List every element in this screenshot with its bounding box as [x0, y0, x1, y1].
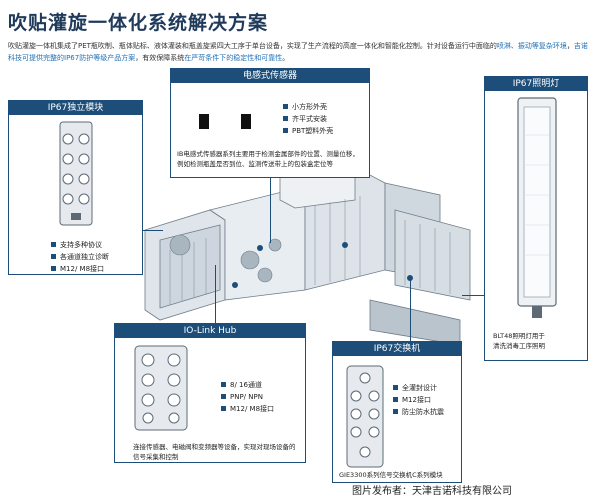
sensor-bullet: PBT塑料外壳 [283, 125, 333, 137]
switch-bullet: M12接口 [393, 394, 444, 406]
hub-bullet: 8/ 16通道 [221, 379, 274, 391]
sensor-panel-title: 电感式传感器 [171, 69, 369, 83]
hub-bullets: 8/ 16通道 PNP/ NPN M12/ M8接口 [221, 379, 274, 415]
intro-line1-highlight: 喷淋、振动等复杂环境 [496, 42, 567, 50]
hub-panel: IO-Link Hub 8/ 16通道 PNP/ NPN M12/ M8接口 连… [114, 323, 306, 463]
module-panel: IP67独立模块 支持多种协议 各通道独立诊断 M12/ M8接口 [8, 100, 143, 275]
hub-device-image [134, 345, 188, 431]
module-bullet: 支持多种协议 [51, 239, 109, 251]
intro-line1-suffix: ， [566, 42, 574, 50]
sensor-panel: 电感式传感器 小方形外壳 齐平式安装 PBT塑料外壳 IB电感式传感器系列主要用… [170, 68, 370, 178]
switch-bullets: 全灌封设计 M12接口 防尘防水抗震 [393, 382, 444, 418]
sensor-bullet: 齐平式安装 [283, 113, 333, 125]
intro-line2-suffix: 。 [282, 54, 290, 62]
sensor-bullets: 小方形外壳 齐平式安装 PBT塑料外壳 [283, 101, 333, 137]
switch-leader [410, 278, 411, 341]
module-bullet: M12/ M8接口 [51, 263, 109, 275]
switch-bullet: 防尘防水抗震 [393, 406, 444, 418]
hub-bullet: PNP/ NPN [221, 391, 274, 403]
hub-panel-title: IO-Link Hub [115, 324, 305, 338]
switch-bullet: 全灌封设计 [393, 382, 444, 394]
light-panel-title: IP67照明灯 [485, 77, 587, 91]
intro-text: 吹贴灌旋一体机集成了PET瓶吹制、瓶体贴标、液体灌装和瓶盖旋紧四大工序于单台设备… [8, 40, 592, 64]
module-panel-title: IP67独立模块 [9, 101, 142, 115]
intro-line2-highlight2: 在严苛条件下的稳定性和可靠性 [184, 54, 283, 62]
hub-leader [215, 265, 216, 323]
light-desc: BLT48照明灯用于 清洗消毒工序照明 [493, 331, 583, 351]
light-panel: IP67照明灯 BLT48照明灯用于 清洗消毒工序照明 [484, 76, 588, 361]
switch-desc: GIE3300系列信号交换机C系列模块 [339, 471, 443, 479]
light-desc-line1: BLT48照明灯用于 [493, 332, 545, 340]
sensor-desc: IB电感式传感器系列主要用于检测金属部件的位置、测量位移，例如检测瓶盖是否到位、… [177, 150, 359, 168]
page-title: 吹贴灌旋一体化系统解决方案 [8, 12, 269, 34]
sensor-image-2 [241, 114, 251, 129]
intro-line2-mid: ，有效保障系统 [135, 54, 185, 62]
module-leader [143, 230, 163, 231]
hub-desc: 连接传感器、电磁阀和变频器等设备，实现对现场设备的信号采集和控制 [133, 443, 296, 461]
sensor-bullet: 小方形外壳 [283, 101, 333, 113]
switch-device-image [346, 365, 384, 468]
light-desc-line2: 清洗消毒工序照明 [493, 342, 545, 350]
switch-panel-title: IP67交换机 [333, 342, 461, 356]
switch-panel: IP67交换机 全灌封设计 M12接口 防尘防水抗震 GIE3300系列信号交换… [332, 341, 462, 483]
light-leader [462, 295, 484, 296]
publisher-caption: 图片发布者：天津吉诺科技有限公司 [352, 486, 512, 497]
sensor-leader [270, 178, 271, 243]
machine-illustration [144, 150, 471, 346]
sensor-image-1 [199, 114, 209, 129]
light-device-image [517, 97, 557, 318]
hub-bullet: M12/ M8接口 [221, 403, 274, 415]
intro-line2-highlight1: 吉诺科技可提供完整的IP67防护等级产品方案 [8, 42, 588, 62]
intro-line1-prefix: 吹贴灌旋一体机集成了PET瓶吹制、瓶体贴标、液体灌装和瓶盖旋紧四大工序于单台设备… [8, 42, 497, 50]
module-bullet: 各通道独立诊断 [51, 251, 109, 263]
module-bullets: 支持多种协议 各通道独立诊断 M12/ M8接口 [51, 239, 109, 275]
module-device-image [59, 121, 93, 226]
